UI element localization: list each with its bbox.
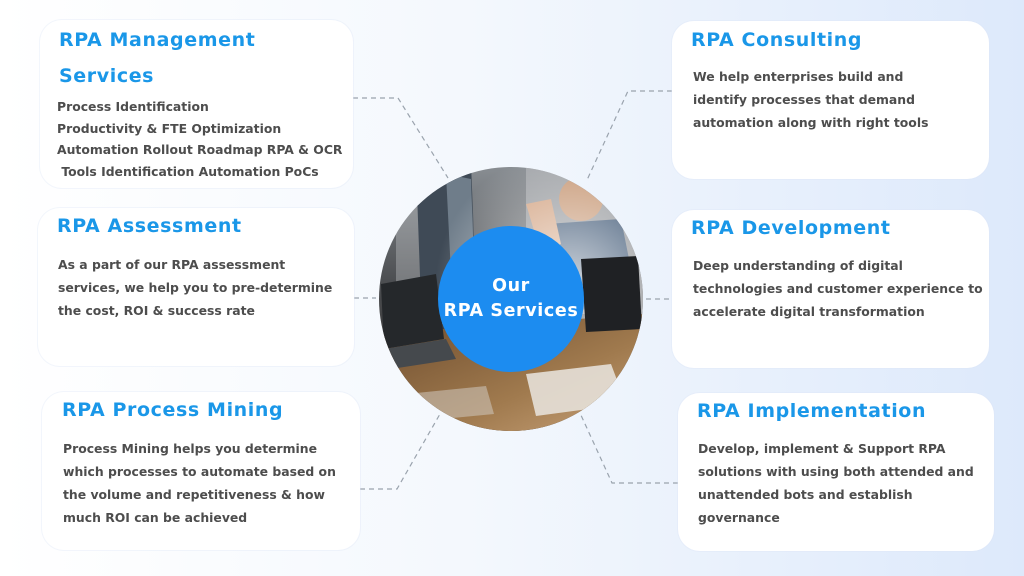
card-rpa-consulting: RPA Consulting We help enterprises build…: [672, 21, 989, 179]
card-title: RPA Assessment: [57, 215, 242, 237]
card-title: RPA Management Services: [59, 22, 255, 94]
connector-consulting: [586, 90, 672, 181]
card-rpa-process-mining: RPA Process Mining Process Mining helps …: [42, 392, 360, 550]
card-body: Develop, implement & Support RPA solutio…: [698, 441, 974, 525]
card-body: As a part of our RPA assessment services…: [58, 257, 333, 318]
card-title: RPA Consulting: [691, 29, 863, 51]
card-body: Process Mining helps you determine which…: [63, 441, 336, 525]
center-circle: [438, 226, 584, 372]
center-title: Our RPA Services: [438, 226, 584, 372]
connector-management: [353, 97, 449, 179]
connector-implementation: [579, 412, 678, 484]
card-title: RPA Development: [691, 217, 891, 239]
card-body: We help enterprises build and identify p…: [693, 69, 929, 130]
list-item: Productivity & FTE Optimization: [57, 120, 282, 136]
card-rpa-implementation: RPA Implementation Develop, implement & …: [678, 393, 994, 551]
card-title: RPA Process Mining: [62, 399, 284, 421]
card-title: RPA Implementation: [697, 400, 927, 422]
card-rpa-assessment: RPA Assessment As a part of our RPA asse…: [38, 208, 354, 366]
office-photo-illustration: [379, 167, 643, 431]
center-title-line1: Our: [492, 276, 530, 296]
card-body-list: Process Identification Productivity & FT…: [57, 96, 347, 182]
center-hub: Our RPA Services: [376, 164, 646, 434]
list-item: Tools Identification Automation PoCs: [57, 163, 319, 179]
card-title-line1: RPA Management: [59, 29, 256, 51]
list-item: Process Identification: [57, 99, 209, 114]
connector-process-mining: [360, 413, 441, 490]
center-title-line2: RPA Services: [443, 301, 579, 321]
list-item: Automation Rollout Roadmap RPA & OCR: [57, 142, 343, 157]
card-rpa-management-services: RPA Management Services Process Identifi…: [40, 20, 353, 188]
card-title-line2: Services: [59, 65, 155, 87]
card-rpa-development: RPA Development Deep understanding of di…: [672, 210, 989, 368]
card-body: Deep understanding of digital technologi…: [693, 258, 983, 319]
